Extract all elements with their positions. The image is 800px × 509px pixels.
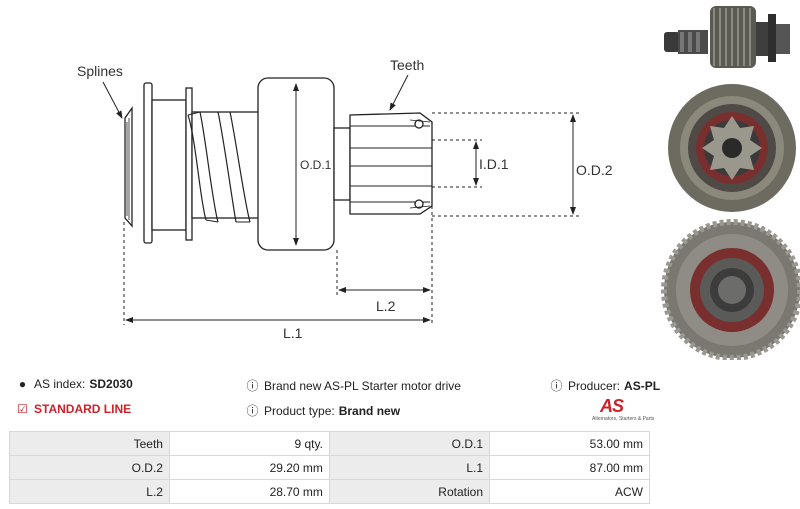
spec-key: L.2 bbox=[9, 479, 170, 504]
spec-value: 87.00 mm bbox=[489, 455, 650, 480]
table-row: O.D.2 29.20 mm L.1 87.00 mm bbox=[9, 455, 650, 480]
table-row: Teeth 9 qty. O.D.1 53.00 mm bbox=[9, 431, 650, 456]
spec-key: O.D.2 bbox=[9, 455, 170, 480]
product-info: ● AS index: SD2030 ☑ STANDARD LINE ⓘ Bra… bbox=[0, 372, 800, 428]
producer-value: AS-PL bbox=[624, 378, 661, 393]
producer: ⓘ Producer: AS-PL bbox=[550, 377, 660, 394]
table-row: L.2 28.70 mm Rotation ACW bbox=[9, 479, 650, 504]
as-pl-logo: AS Alternators, Starters & Parts bbox=[592, 396, 658, 426]
l1-label: L.1 bbox=[283, 325, 303, 341]
as-index-label: AS index: bbox=[34, 377, 86, 391]
logo-tagline: Alternators, Starters & Parts bbox=[592, 416, 655, 422]
info-icon: ⓘ bbox=[246, 379, 259, 393]
standard-line-label: STANDARD LINE bbox=[34, 402, 132, 416]
specs-table: Teeth 9 qty. O.D.1 53.00 mm O.D.2 29.20 … bbox=[9, 431, 650, 504]
od2-label: O.D.2 bbox=[576, 162, 613, 178]
tag-icon: ● bbox=[18, 377, 27, 391]
as-index: ● AS index: SD2030 bbox=[16, 377, 133, 391]
spline-end bbox=[124, 105, 133, 228]
as-index-value: SD2030 bbox=[89, 377, 133, 391]
standard-line: ☑ STANDARD LINE bbox=[16, 402, 131, 416]
pinion-end-photo bbox=[668, 84, 796, 212]
checkbox-icon: ☑ bbox=[17, 402, 28, 416]
technical-drawing: O.D.1 I.D.1 O.D.2 L.1 L.2 Splines Teeth bbox=[77, 57, 613, 341]
spec-key: Rotation bbox=[328, 479, 491, 504]
flange bbox=[143, 82, 153, 244]
spec-value: 29.20 mm bbox=[168, 455, 330, 480]
product-type-label: Product type: bbox=[264, 403, 335, 418]
id1-label: I.D.1 bbox=[479, 156, 509, 172]
spec-key: Teeth bbox=[9, 431, 170, 456]
spec-key: L.1 bbox=[328, 455, 491, 480]
spec-value: ACW bbox=[489, 479, 650, 504]
l2-label: L.2 bbox=[376, 298, 396, 314]
spec-value: 53.00 mm bbox=[489, 431, 650, 456]
spec-value: 9 qty. bbox=[168, 431, 330, 456]
od1-label: O.D.1 bbox=[300, 158, 332, 172]
description: ⓘ Brand new AS-PL Starter motor drive bbox=[246, 377, 461, 394]
product-type: ⓘ Product type: Brand new bbox=[246, 402, 400, 419]
side-view-photo bbox=[664, 6, 790, 68]
gear-end-photo bbox=[661, 219, 800, 360]
description-text: Brand new AS-PL Starter motor drive bbox=[264, 378, 461, 393]
splines-label: Splines bbox=[77, 63, 123, 79]
product-photos bbox=[661, 6, 800, 360]
info-icon: ⓘ bbox=[246, 404, 259, 418]
logo-text: AS bbox=[600, 396, 624, 416]
teeth-label: Teeth bbox=[390, 57, 424, 73]
spec-value: 28.70 mm bbox=[168, 479, 330, 504]
producer-label: Producer: bbox=[568, 378, 621, 393]
info-icon: ⓘ bbox=[550, 379, 563, 393]
product-type-value: Brand new bbox=[338, 403, 401, 418]
spec-key: O.D.1 bbox=[328, 431, 491, 456]
